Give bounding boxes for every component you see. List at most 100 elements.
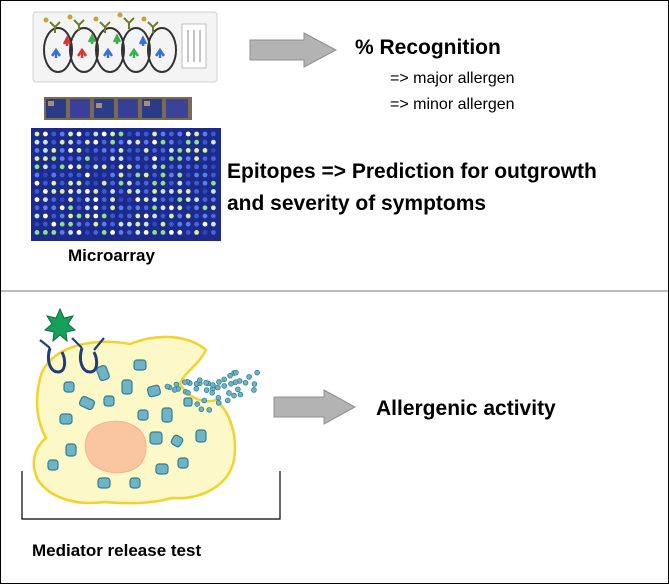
array-spot <box>51 213 57 219</box>
array-spot <box>85 139 90 145</box>
array-spot <box>177 172 183 178</box>
array-spot <box>194 131 200 137</box>
mediator-granule <box>246 374 252 380</box>
array-spot <box>34 213 40 219</box>
mediator-granule <box>237 391 244 398</box>
array-spot <box>43 148 48 153</box>
array-spot <box>101 230 107 235</box>
array-spot <box>143 180 149 186</box>
array-spot <box>185 180 191 186</box>
array-spot <box>177 205 183 211</box>
array-spot <box>160 230 166 235</box>
array-spot <box>68 156 73 162</box>
array-spot <box>76 156 82 162</box>
array-spot <box>68 213 73 219</box>
mediator-granule <box>203 387 210 393</box>
array-spot <box>68 205 73 211</box>
mediator-granule <box>198 406 205 413</box>
array-spot <box>110 156 115 162</box>
array-spot <box>110 221 115 227</box>
array-spot <box>211 189 216 194</box>
mediator-granule <box>193 385 200 392</box>
array-spot <box>76 148 82 153</box>
mediator-granule <box>203 380 209 386</box>
array-spot <box>43 131 48 137</box>
array-spot <box>76 197 82 203</box>
array-spot <box>126 148 132 153</box>
array-spot <box>76 139 82 145</box>
mediator-granule <box>185 389 191 396</box>
array-spot <box>118 180 124 186</box>
mediator-granule <box>251 387 257 393</box>
mediator-granule <box>224 397 231 404</box>
mediator-granule <box>231 392 237 399</box>
array-spot <box>34 189 40 194</box>
array-spot <box>126 221 132 227</box>
array-spot <box>68 131 73 137</box>
microarray-slide-icon <box>32 11 218 83</box>
array-spot <box>160 131 166 137</box>
array-spot <box>177 180 183 186</box>
array-spot <box>169 131 174 137</box>
array-spot <box>185 189 191 194</box>
array-spot <box>194 189 200 194</box>
array-spot <box>51 205 57 211</box>
array-spot <box>194 230 200 235</box>
array-spot <box>202 221 208 227</box>
array-spot <box>101 213 107 219</box>
array-spot <box>202 156 208 162</box>
array-spot <box>202 180 208 186</box>
array-spot <box>118 221 124 227</box>
array-spot <box>177 139 183 145</box>
array-spot <box>51 172 57 178</box>
array-spot <box>59 180 65 186</box>
array-spot <box>143 156 149 162</box>
array-spot <box>34 205 40 211</box>
mediator-granule <box>242 379 249 386</box>
mediator-release-test-label: Mediator release test <box>32 541 202 560</box>
array-spot <box>51 221 57 227</box>
array-spot <box>160 164 166 170</box>
array-spot <box>135 213 141 219</box>
array-spot <box>68 230 73 235</box>
ige-receptor-icon <box>39 337 105 374</box>
mediator-granule <box>226 390 232 396</box>
array-spot <box>34 156 40 162</box>
array-spot <box>101 221 107 227</box>
array-spot <box>194 139 200 145</box>
array-spot <box>169 172 174 178</box>
array-spot <box>185 230 191 235</box>
array-spot <box>59 197 65 203</box>
array-spot <box>51 197 57 203</box>
array-spot <box>43 205 48 211</box>
array-spot <box>76 213 82 219</box>
array-spot <box>101 197 107 203</box>
array-spot <box>101 139 107 145</box>
mediator-granule <box>254 369 260 376</box>
array-spot <box>194 213 200 219</box>
array-spot <box>185 139 191 145</box>
array-spot <box>110 189 115 194</box>
array-spot <box>126 139 132 145</box>
mediator-granule <box>215 384 221 391</box>
array-spot <box>110 205 115 211</box>
mediator-granule <box>233 369 239 376</box>
array-spot <box>185 172 191 178</box>
array-spot <box>101 180 107 186</box>
array-spot <box>93 180 99 186</box>
array-spot <box>194 205 200 211</box>
array-spot <box>169 205 174 211</box>
microarray-scan-image <box>31 128 221 241</box>
array-spot <box>135 148 141 153</box>
array-spot <box>177 221 183 227</box>
array-spot <box>59 148 65 153</box>
array-spot <box>177 156 183 162</box>
array-spot <box>143 221 149 227</box>
array-spot <box>59 156 65 162</box>
array-spot <box>177 189 183 194</box>
array-spot <box>85 164 90 170</box>
array-spot <box>59 230 65 235</box>
array-spot <box>194 164 200 170</box>
array-spot <box>152 172 158 178</box>
array-spot <box>135 189 141 194</box>
